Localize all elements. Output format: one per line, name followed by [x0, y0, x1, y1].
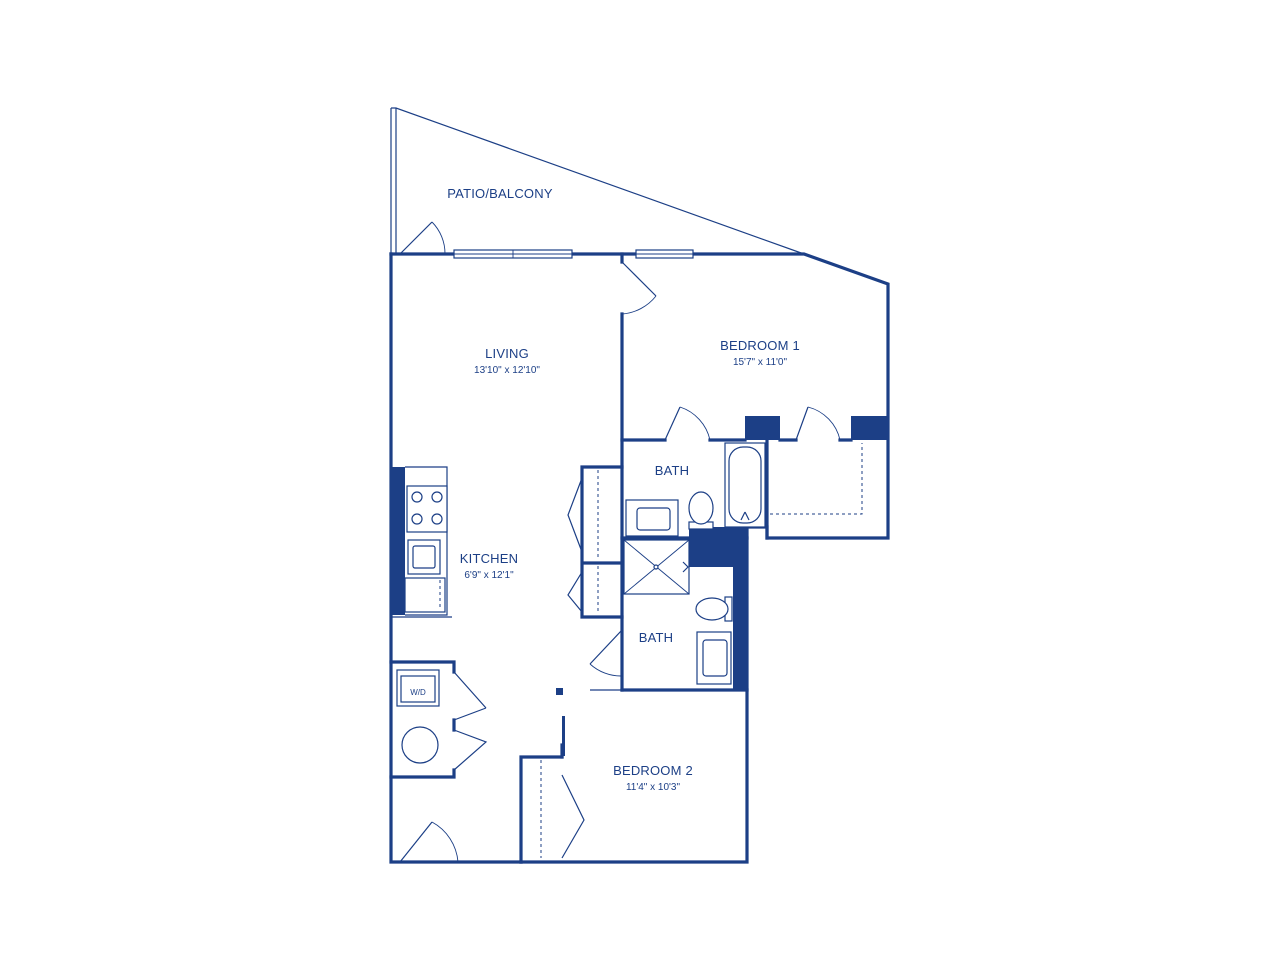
living-dimensions: 13'10" x 12'10" [474, 365, 540, 376]
patio-balcony [390, 107, 805, 255]
bedroom2-label: BEDROOM 2 [613, 763, 693, 778]
kitchen-label: KITCHEN [460, 551, 518, 566]
window-bedroom1 [635, 249, 694, 259]
bedroom2-dimensions: 11'4" x 10'3" [626, 782, 681, 793]
living-label: LIVING [485, 346, 529, 361]
laundry-and-entry [389, 660, 488, 863]
bath2 [589, 539, 749, 692]
bedroom1-label: BEDROOM 1 [720, 338, 800, 353]
window-living [453, 249, 573, 259]
bedroom2-walls [519, 688, 622, 864]
bedroom1-walls [620, 252, 888, 692]
bedroom1-dimensions: 15'7" x 11'0" [733, 357, 788, 368]
bath1-label: BATH [655, 463, 690, 478]
kitchen-dimensions: 6'9" x 12'1" [464, 570, 514, 581]
hall-closets [567, 465, 624, 619]
bath1 [620, 442, 766, 567]
washer-dryer-label: W/D [410, 688, 426, 697]
kitchen [391, 466, 452, 618]
patio-label: PATIO/BALCONY [447, 186, 553, 201]
bath2-label: BATH [639, 630, 674, 645]
